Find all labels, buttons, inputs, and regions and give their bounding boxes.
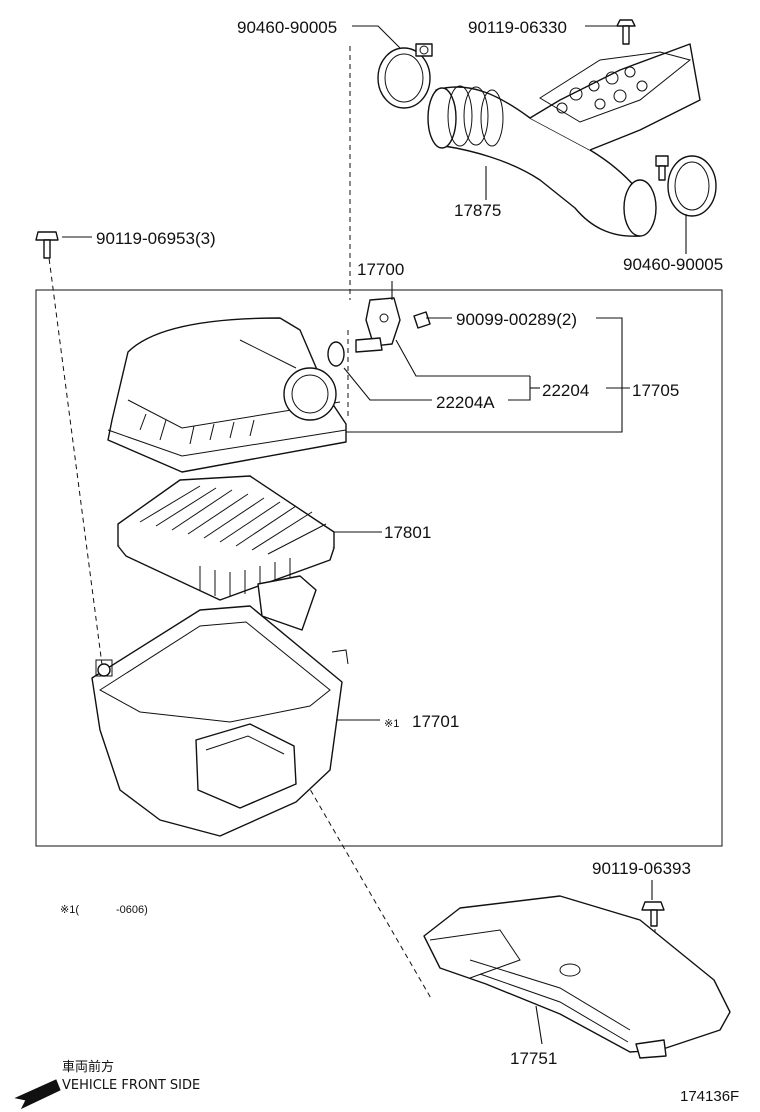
- hose-clamp-right: [655, 155, 717, 217]
- bolt-left-icon: [35, 231, 59, 259]
- airflow-sensor: [355, 297, 401, 353]
- direction-jp: 車両前方: [62, 1059, 114, 1075]
- label-duct: 17751: [510, 1049, 557, 1068]
- direction-en: VEHICLE FRONT SIDE: [62, 1078, 200, 1093]
- screw-icon: [413, 311, 431, 329]
- guide-bolt-left: [47, 249, 105, 681]
- diagram-id: 174136F: [680, 1088, 739, 1105]
- intake-hose: [427, 43, 701, 237]
- label-bolt-left: 90119-06953(3): [96, 229, 216, 248]
- label-sensor: 22204: [542, 381, 589, 400]
- label-assembly: 17700: [357, 260, 404, 279]
- air-cleaner-case: [91, 575, 349, 837]
- air-filter-element: [117, 475, 335, 601]
- label-sensor-assy: 17705: [632, 381, 679, 400]
- arrow-left-down-icon: [14, 1079, 61, 1110]
- label-case-mark: ※1: [384, 718, 399, 730]
- label-bolt-top: 90119-06330: [468, 18, 567, 37]
- hose-clamp-top: [377, 43, 433, 109]
- label-element: 17801: [384, 523, 431, 542]
- assembly-frame: [35, 289, 723, 847]
- label-hose: 17875: [454, 201, 501, 220]
- bolt-bottom-icon: [641, 901, 665, 927]
- label-oring: 22204A: [436, 393, 495, 412]
- o-ring: [327, 341, 345, 367]
- bolt-top-icon: [616, 19, 636, 45]
- label-clamp-right: 90460-90005: [623, 255, 723, 274]
- label-bolt-bottom: 90119-06393: [592, 859, 691, 878]
- footnote-range: -0606): [116, 904, 148, 916]
- air-cleaner-cap: [107, 317, 347, 473]
- inlet-duct: [423, 895, 731, 1059]
- label-clamp-top: 90460-90005: [237, 18, 337, 37]
- footnote-mark: ※1(: [60, 904, 79, 916]
- label-screw: 90099-00289(2): [456, 310, 577, 329]
- label-case: 17701: [412, 712, 459, 731]
